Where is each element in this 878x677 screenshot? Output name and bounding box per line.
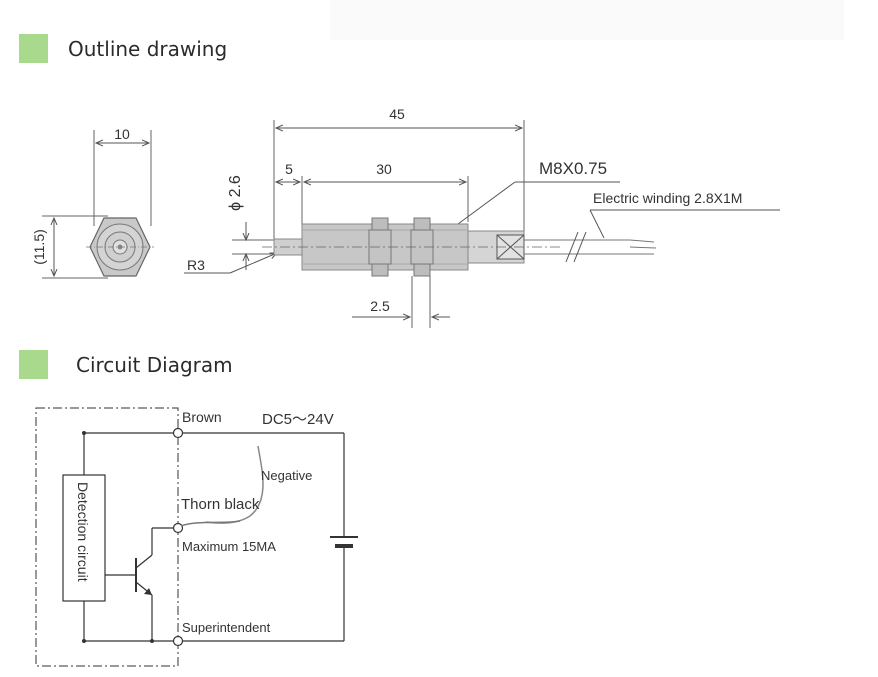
black-wire-label: Thorn black [181, 496, 260, 513]
cable-spec-label: Electric winding 2.8X1M [593, 190, 742, 206]
dim-tip-label: 5 [285, 161, 293, 177]
supply-voltage-label: DC5～24V [262, 411, 334, 428]
section-header-circuit: Circuit Diagram [19, 350, 233, 379]
blue-wire-label: Superintendent [182, 620, 271, 635]
dim-height-label: (11.5) [31, 229, 47, 265]
brown-wire-label: Brown [182, 409, 222, 425]
circuit-diagram: Detection circuit Brown DC5～24V Negative… [35, 407, 358, 667]
section-title-circuit: Circuit Diagram [76, 352, 233, 377]
dim-diameter-label: ϕ 2.6 [227, 175, 244, 211]
top-banner-strip [330, 0, 844, 40]
negative-label: Negative [261, 468, 312, 483]
terminal-black [172, 522, 184, 534]
detection-circuit-box [62, 474, 106, 602]
detection-circuit-label: Detection circuit [75, 482, 91, 582]
dim-thread-label: 30 [376, 161, 392, 177]
dim-width-label: 10 [114, 126, 130, 142]
green-square-icon [19, 350, 48, 379]
section-header-outline: Outline drawing [19, 34, 227, 63]
dim-total-length-label: 45 [389, 106, 405, 122]
sensor-side-view: 45 5 30 M8X0.75 ϕ 2.6 R3 [184, 106, 780, 328]
thread-spec-label: M8X0.75 [539, 159, 607, 178]
dim-radius-label: R3 [187, 257, 205, 273]
max-current-label: Maximum 15MA [182, 539, 276, 554]
dim-nut-label: 2.5 [370, 298, 390, 314]
terminal-brown [172, 427, 184, 439]
hex-front-view: 10 (11.5) [31, 126, 154, 279]
terminal-blue [172, 635, 184, 647]
section-title-outline: Outline drawing [68, 36, 228, 61]
green-square-icon [19, 34, 48, 63]
